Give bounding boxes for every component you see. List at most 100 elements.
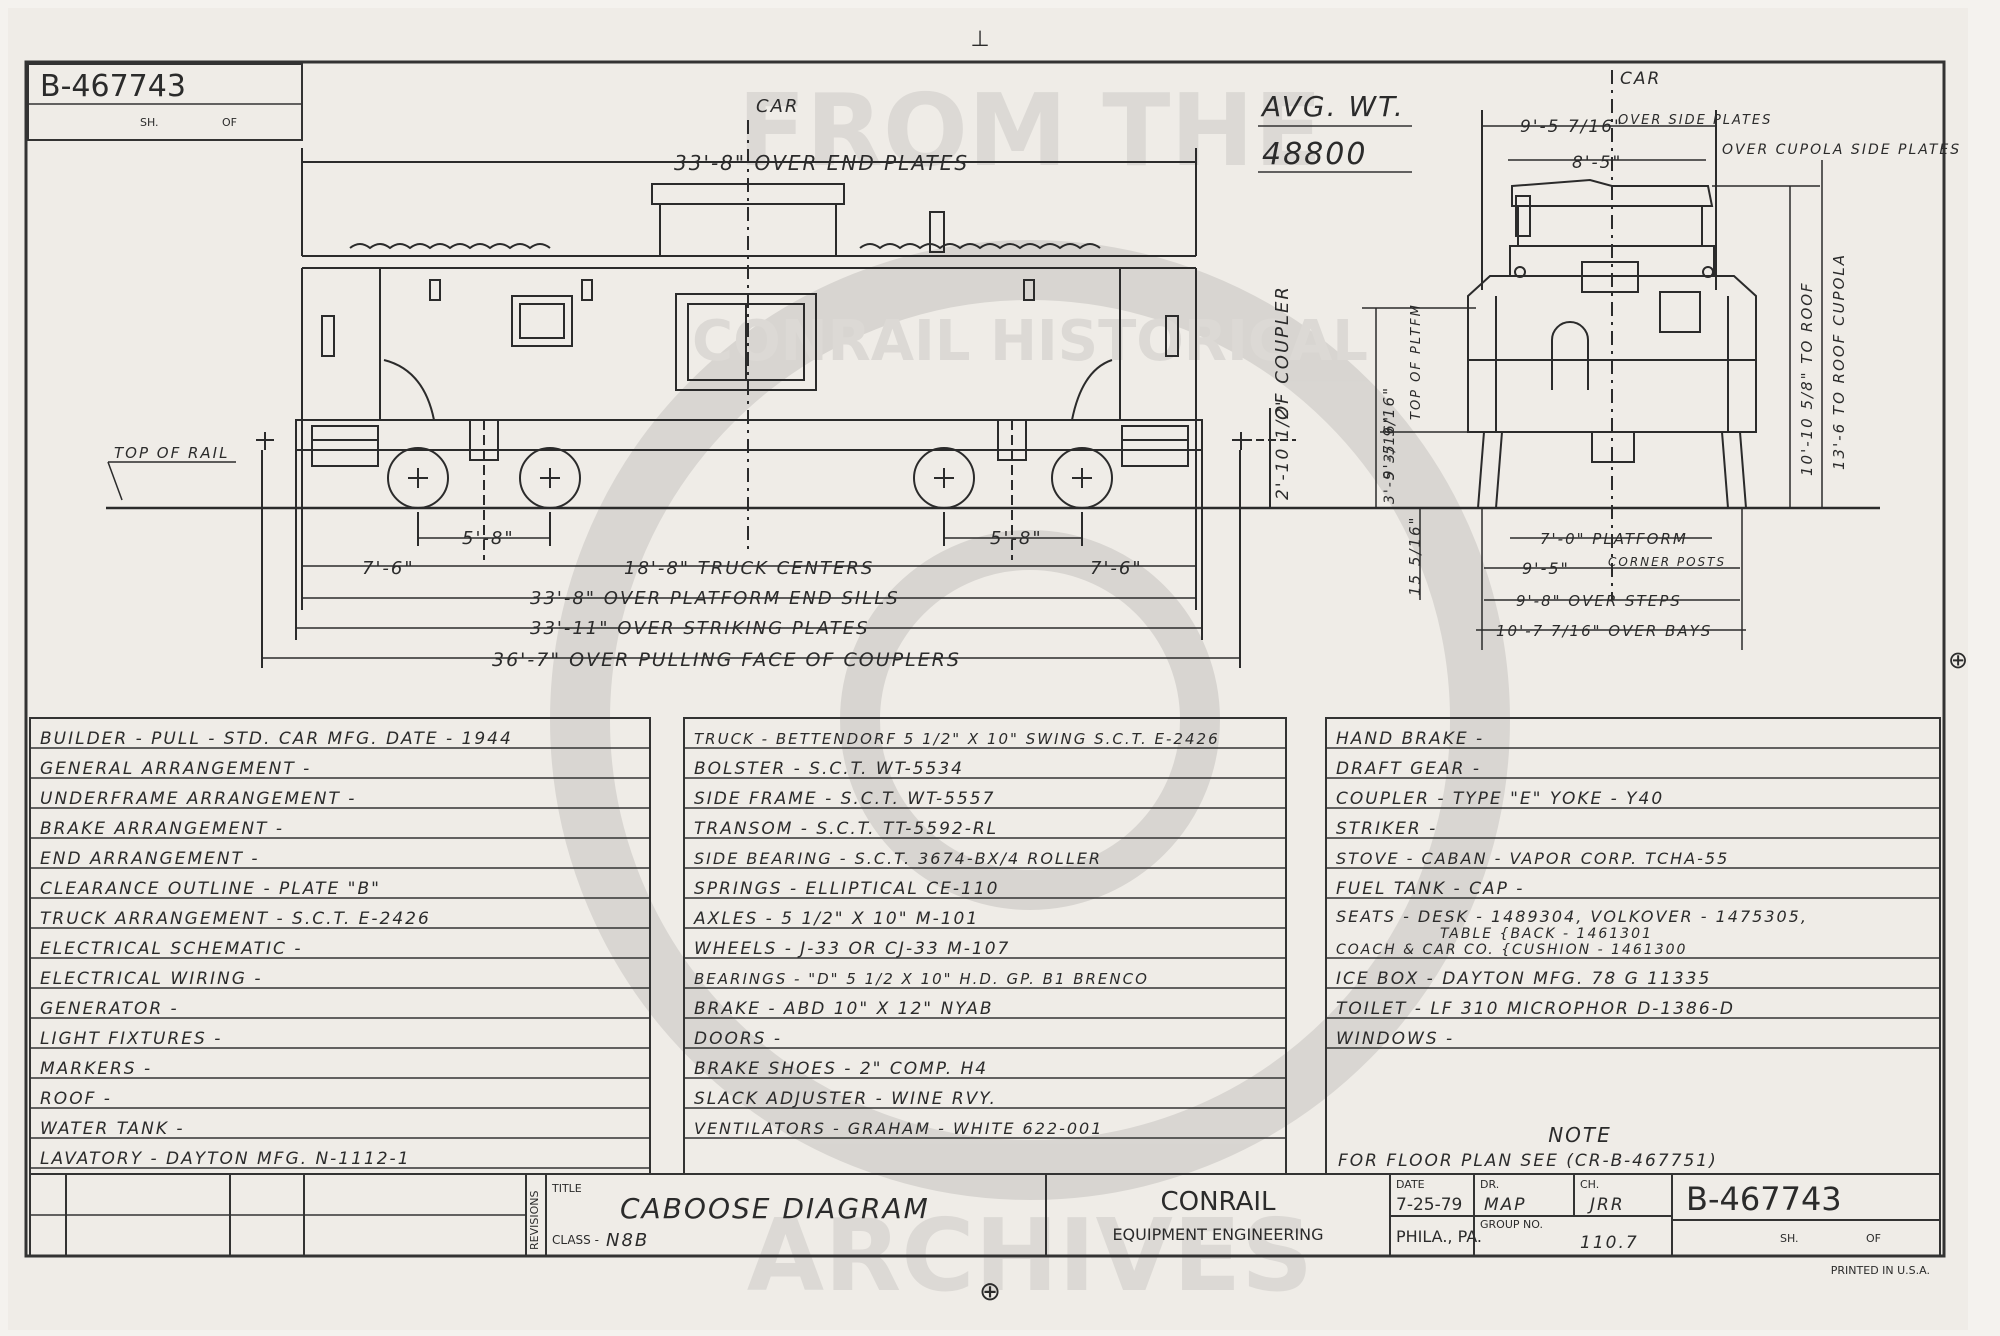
dim-platform-width: 7'-0" PLATFORM [1540, 530, 1688, 548]
spec-row: HAND BRAKE - [1336, 729, 1484, 749]
spec-row: BRAKE ARRANGEMENT - [40, 819, 284, 839]
spec-row: SPRINGS - ELLIPTICAL CE-110 [694, 879, 999, 899]
spec-row: GENERAL ARRANGEMENT - [40, 759, 311, 779]
checked-value: JRR [1587, 1195, 1625, 1215]
sheet-label-bottom: SH. [1780, 1232, 1799, 1245]
dim-end-left: 7'-6" [362, 558, 415, 579]
dim-end-over-side-plates: 9'-5 7/16" [1520, 117, 1624, 137]
col2-row-lines [684, 747, 1286, 1139]
right-center-mark: ⊕ [1948, 646, 1968, 674]
dim-top-platform-height: 9'-5 9/16" [1380, 386, 1398, 480]
spec-row: COACH & CAR CO. {CUSHION - 1461300 [1336, 942, 1687, 958]
spec-row: FUEL TANK - CAP - [1336, 879, 1524, 899]
checked-label: CH. [1580, 1178, 1599, 1191]
spec-row: ELECTRICAL WIRING - [40, 969, 263, 989]
date-label: DATE [1396, 1178, 1425, 1191]
dim-corner-posts: 9'-5" [1522, 559, 1570, 578]
end-elevation-view: CAR 9'-5 7/16" OVER SIDE PLATES 8'-5" OV… [1362, 69, 1961, 650]
drawing-number-bottom: B-467743 [1686, 1180, 1842, 1218]
note-title: NOTE [1548, 1123, 1612, 1147]
location: PHILA., PA. [1396, 1227, 1482, 1246]
spec-row: SLACK ADJUSTER - WINE RVY. [694, 1089, 997, 1109]
spec-row: DOORS - [694, 1029, 782, 1049]
avg-weight-label: AVG. WT. [1260, 90, 1405, 123]
paper-sheet [8, 8, 1968, 1330]
spec-row: TABLE {BACK - 1461301 [1440, 926, 1653, 942]
coupler-height-dim: 2'-10 1/2" [1273, 396, 1293, 500]
of-label-bottom: OF [1866, 1232, 1881, 1245]
watermark-ring-text: CONRAIL HISTORICAL [692, 309, 1368, 374]
class-label: CLASS - [552, 1233, 599, 1247]
spec-row: STOVE - CABAN - VAPOR CORP. TCHA-55 [1336, 849, 1729, 868]
dim-wheelbase-right: 5'-8" [990, 528, 1043, 549]
drawing-title: CABOOSE DIAGRAM [620, 1192, 930, 1225]
dim-step-height: 3'-5 3/16" [1382, 415, 1398, 504]
spec-row: MARKERS - [40, 1059, 152, 1079]
drawing-number-box: B-467743 SH. OF [27, 63, 303, 141]
watermark-top-text: FROM THE [738, 72, 1323, 189]
date-value: 7-25-79 [1396, 1195, 1462, 1215]
col1-row-lines [30, 747, 650, 1169]
dim-bottom-height: 15 5/16" [1406, 516, 1424, 596]
spec-row: LAVATORY - DAYTON MFG. N-1112-1 [40, 1149, 411, 1169]
note-text: FOR FLOOR PLAN SEE (CR-B-467751) [1338, 1151, 1718, 1171]
title-block: REVISIONS TITLE CABOOSE DIAGRAM CLASS - … [29, 1173, 1941, 1257]
car-centerline-label-end: CAR [1620, 69, 1661, 89]
spec-row: END ARRANGEMENT - [40, 849, 260, 869]
spec-row: TOILET - LF 310 MICROPHOR D-1386-D [1336, 999, 1735, 1019]
average-weight-block: AVG. WT. 48800 [1258, 90, 1412, 173]
spec-row: GENERATOR - [40, 999, 179, 1019]
spec-column-2: TRUCK - BETTENDORF 5 1/2" X 10" SWING S.… [693, 730, 1220, 1138]
spec-row: TRUCK - BETTENDORF 5 1/2" X 10" SWING S.… [694, 730, 1220, 748]
spec-column-3: HAND BRAKE - DRAFT GEAR - COUPLER - TYPE… [1336, 729, 1806, 1171]
side-elevation-view: CAR 33'-8" OVER END PLATES [106, 96, 1880, 671]
group-value: 110.7 [1580, 1233, 1639, 1253]
spec-row: TRUCK ARRANGEMENT - S.C.T. E-2426 [40, 909, 431, 929]
label-top-of-platform: TOP OF PLTFM [1409, 303, 1424, 420]
spec-row: CLEARANCE OUTLINE - PLATE "B" [40, 879, 381, 899]
spec-row: WATER TANK - [40, 1119, 185, 1139]
spec-column-1: BUILDER - PULL - STD. CAR MFG. DATE - 19… [40, 729, 513, 1169]
spec-row: SIDE BEARING - S.C.T. 3674-BX/4 ROLLER [694, 849, 1102, 868]
spec-row: UNDERFRAME ARRANGEMENT - [40, 789, 356, 809]
title-label: TITLE [551, 1182, 582, 1195]
spec-row: AXLES - 5 1/2" X 10" M-101 [693, 909, 979, 929]
dim-wheelbase-left: 5'-8" [462, 528, 515, 549]
spec-row: STRIKER - [1336, 819, 1437, 839]
label-over-side-plates: OVER SIDE PLATES [1618, 113, 1772, 128]
printed-in-label: PRINTED IN U.S.A. [1831, 1264, 1930, 1277]
sheet-label-top: SH. [140, 116, 159, 129]
spec-row: BEARINGS - "D" 5 1/2 X 10" H.D. GP. B1 B… [694, 970, 1149, 988]
top-of-rail-label: TOP OF RAIL [114, 444, 229, 462]
spec-row: LIGHT FIXTURES - [40, 1029, 222, 1049]
dim-cupola-width: 8'-5" [1572, 153, 1622, 173]
dim-over-steps: 9'-8" OVER STEPS [1516, 592, 1682, 610]
dim-over-end-sills: 33'-8" OVER PLATFORM END SILLS [530, 588, 900, 609]
spec-row: VENTILATORS - GRAHAM - WHITE 622-001 [694, 1119, 1103, 1138]
company-name: CONRAIL [1160, 1187, 1276, 1217]
coupler-centerline-label: OF COUPLER [1272, 285, 1293, 420]
spec-row: BUILDER - PULL - STD. CAR MFG. DATE - 19… [40, 729, 513, 749]
spec-row: WHEELS - J-33 OR CJ-33 M-107 [694, 939, 1010, 959]
spec-row: TRANSOM - S.C.T. TT-5592-RL [694, 819, 998, 839]
drawing-number-top: B-467743 [40, 69, 186, 104]
dim-truck-centers: 18'-8" TRUCK CENTERS [624, 558, 874, 579]
car-centerline-label-side: CAR [756, 96, 799, 117]
label-over-cupola-side-plates: OVER CUPOLA SIDE PLATES [1722, 142, 1961, 158]
spec-row: ELECTRICAL SCHEMATIC - [40, 939, 302, 959]
class-value: N8B [606, 1230, 649, 1251]
department-name: EQUIPMENT ENGINEERING [1112, 1225, 1323, 1244]
revisions-label: REVISIONS [528, 1191, 541, 1250]
dim-over-couplers: 36'-7" OVER PULLING FACE OF COUPLERS [492, 649, 961, 671]
spec-row: ROOF - [40, 1089, 112, 1109]
spec-row: SIDE FRAME - S.C.T. WT-5557 [694, 789, 995, 809]
dim-over-bays: 10'-7 7/16" OVER BAYS [1496, 622, 1712, 640]
dim-to-roof: 10'-10 5/8" TO ROOF [1798, 281, 1816, 476]
dim-over-end-plates: 33'-8" OVER END PLATES [674, 151, 969, 175]
bottom-center-mark: ⊕ [979, 1277, 1001, 1307]
of-label-top: OF [222, 116, 237, 129]
dim-over-striking-plates: 33'-11" OVER STRIKING PLATES [530, 618, 870, 639]
spec-row: WINDOWS - [1336, 1029, 1454, 1049]
avg-weight-value: 48800 [1262, 137, 1367, 172]
